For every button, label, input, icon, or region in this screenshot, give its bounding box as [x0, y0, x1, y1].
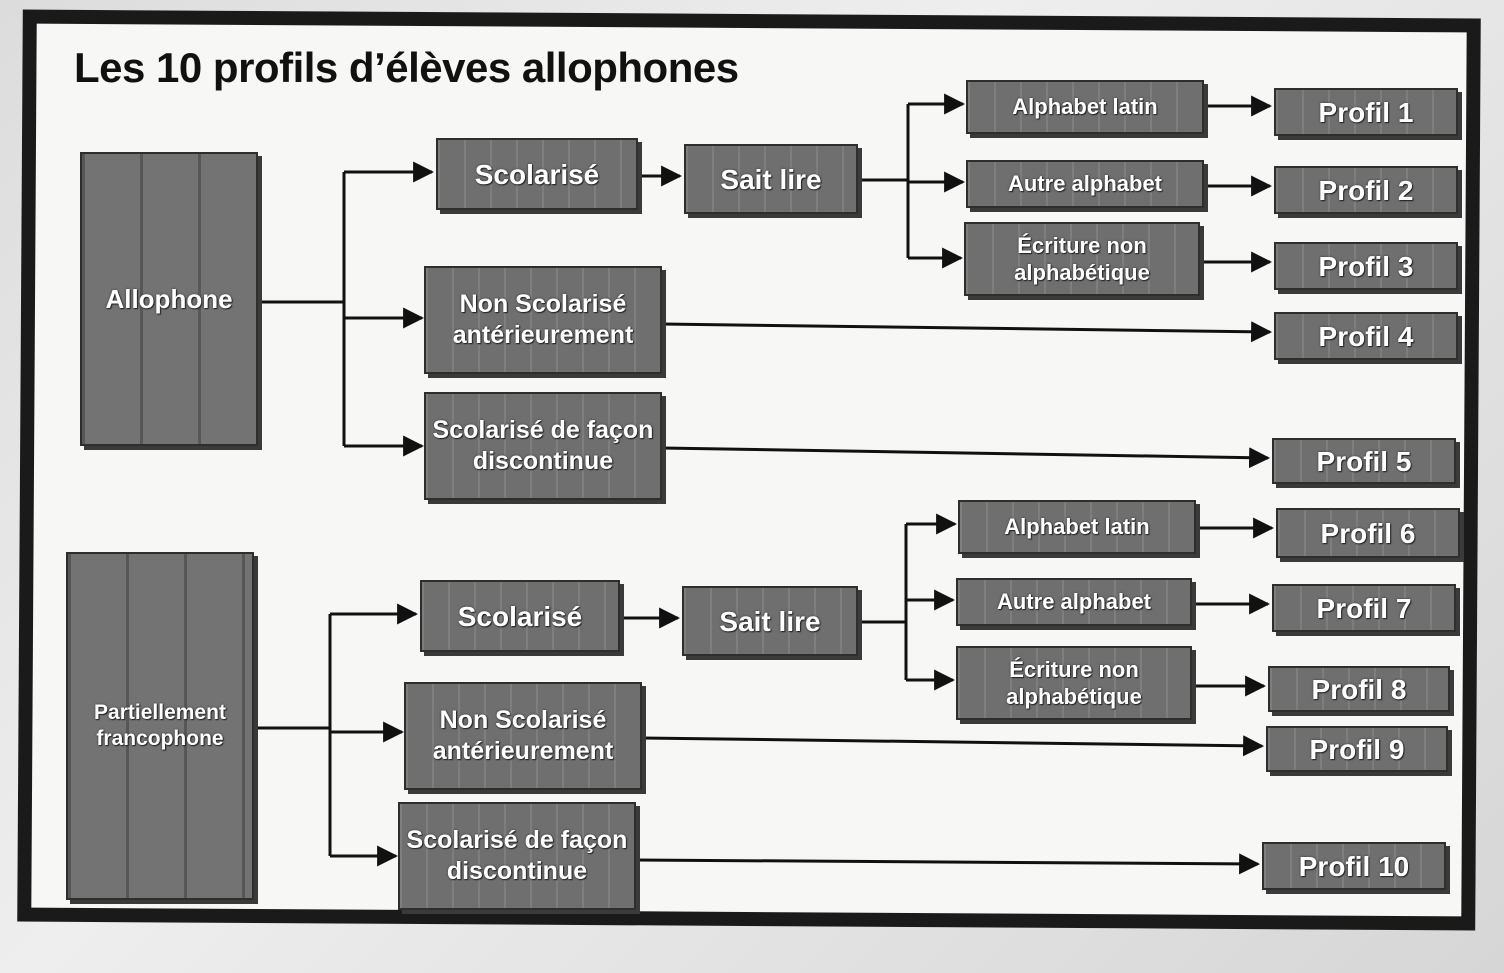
node-partiel-label-line2: francophone — [96, 727, 224, 750]
node-ecriture-a: Écriture non alphabétique — [964, 222, 1200, 296]
node-profil-6: Profil 6 — [1276, 508, 1460, 558]
node-profil-8-label: Profil 8 — [1311, 673, 1407, 705]
node-profil-6-label: Profil 6 — [1320, 517, 1416, 549]
node-ecriture-a-line2: alphabétique — [1014, 260, 1150, 285]
node-non-scolarise-b-line1: Non Scolarisé — [439, 705, 607, 734]
node-scolarise-a-label: Scolarisé — [474, 158, 600, 190]
node-scolarise-b-label: Scolarisé — [457, 600, 583, 632]
node-discontinue-b-line1: Scolarisé de façon — [406, 825, 628, 854]
node-non-scolarise-a-line1: Non Scolarisé — [459, 289, 627, 318]
node-alphabet-latin-b-label: Alphabet latin — [1004, 514, 1150, 540]
node-profil-3-label: Profil 3 — [1318, 250, 1414, 282]
node-non-scolarise-a-line2: antérieurement — [452, 321, 634, 349]
node-profil-2-label: Profil 2 — [1318, 174, 1414, 206]
node-sait-lire-b: Sait lire — [682, 586, 858, 656]
node-alphabet-latin-a-label: Alphabet latin — [1012, 94, 1158, 120]
node-scolarise-b: Scolarisé — [420, 580, 620, 652]
connector-to-profil-10 — [635, 853, 1261, 875]
node-profil-5-label: Profil 5 — [1316, 445, 1412, 477]
node-ecriture-b-line1: Écriture non — [1009, 656, 1139, 682]
node-sait-lire-b-label: Sait lire — [719, 605, 821, 637]
node-partiel-label-line1: Partiellement — [94, 700, 226, 724]
node-non-scolarise-b: Non Scolarisé antérieurement — [404, 682, 642, 790]
node-discontinue-a-line2: discontinue — [472, 447, 614, 475]
node-discontinue-a: Scolarisé de façon discontinue — [424, 392, 662, 500]
node-allophone: Allophone — [80, 152, 258, 446]
node-profil-1: Profil 1 — [1274, 88, 1458, 136]
diagram-title: Les 10 profils d’élèves allophones — [74, 44, 739, 91]
node-discontinue-b-line2: discontinue — [446, 857, 588, 885]
node-profil-4-label: Profil 4 — [1318, 320, 1414, 352]
node-profil-5: Profil 5 — [1272, 438, 1456, 484]
node-autre-alphabet-b-label: Autre alphabet — [996, 589, 1152, 615]
node-ecriture-b-line2: alphabétique — [1006, 684, 1142, 709]
node-profil-2: Profil 2 — [1274, 166, 1458, 214]
connector-to-profil-4 — [661, 321, 1273, 343]
node-profil-4: Profil 4 — [1274, 312, 1458, 360]
node-autre-alphabet-a-label: Autre alphabet — [1007, 171, 1163, 197]
node-profil-9: Profil 9 — [1266, 726, 1448, 772]
node-non-scolarise-b-line2: antérieurement — [432, 737, 614, 765]
node-ecriture-a-line1: Écriture non — [1017, 232, 1147, 258]
node-autre-alphabet-a: Autre alphabet — [966, 160, 1204, 208]
node-sait-lire-a: Sait lire — [684, 144, 858, 214]
node-profil-8: Profil 8 — [1268, 666, 1450, 712]
node-profil-10-label: Profil 10 — [1298, 850, 1410, 882]
node-profil-7: Profil 7 — [1272, 584, 1456, 632]
connector-to-profil-9 — [641, 735, 1265, 757]
node-scolarise-a: Scolarisé — [436, 138, 638, 210]
node-profil-1-label: Profil 1 — [1318, 96, 1414, 128]
node-profil-10: Profil 10 — [1262, 842, 1446, 890]
connector-to-profil-5 — [661, 446, 1271, 469]
node-sait-lire-a-label: Sait lire — [720, 163, 822, 195]
node-autre-alphabet-b: Autre alphabet — [956, 578, 1192, 626]
node-discontinue-b: Scolarisé de façon discontinue — [398, 802, 636, 910]
node-non-scolarise-a: Non Scolarisé antérieurement — [424, 266, 662, 374]
node-discontinue-a-line1: Scolarisé de façon — [432, 415, 654, 444]
node-profil-9-label: Profil 9 — [1309, 733, 1405, 765]
node-alphabet-latin-b: Alphabet latin — [958, 500, 1196, 554]
node-allophone-label: Allophone — [105, 283, 233, 314]
node-profil-7-label: Profil 7 — [1316, 592, 1412, 624]
node-partiellement-francophone: Partiellement francophone — [66, 552, 254, 900]
node-ecriture-b: Écriture non alphabétique — [956, 646, 1192, 720]
node-profil-3: Profil 3 — [1274, 242, 1458, 290]
node-alphabet-latin-a: Alphabet latin — [966, 80, 1204, 134]
